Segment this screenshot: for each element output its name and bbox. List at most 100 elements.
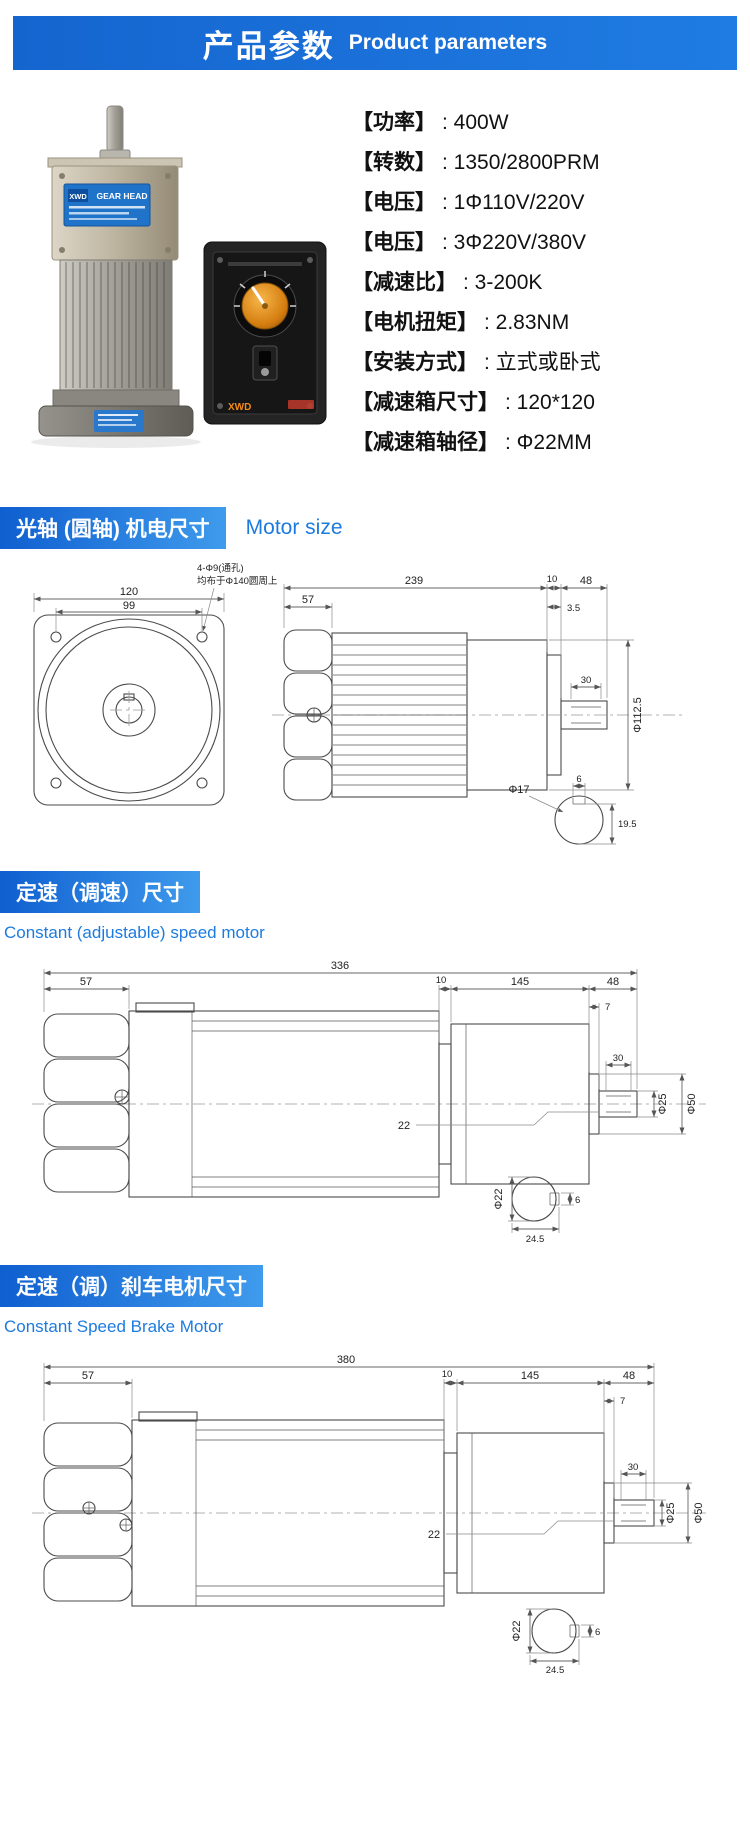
spec-row: 【功率】 : 400W: [352, 106, 744, 136]
spec-label: 【减速箱轴径】: [352, 431, 499, 454]
dim-label: 48: [607, 976, 619, 988]
section-title-bar: 定速（调）刹车电机尺寸: [0, 1265, 263, 1307]
dim-label: 99: [123, 600, 135, 612]
dim-label: Φ22: [511, 1620, 523, 1641]
dim-label: 239: [405, 575, 423, 587]
page-title: 产品参数: [202, 28, 335, 64]
dim-label: 19.5: [618, 819, 637, 830]
dim-label: 6: [576, 774, 581, 785]
section-subtitle: Constant Speed Brake Motor: [4, 1317, 224, 1336]
spec-label: 【电机扭矩】: [352, 311, 478, 334]
gearhead-sticker: XWD GEAR HEAD: [63, 183, 151, 227]
product-page: 产品参数 Product parameters: [0, 16, 750, 1675]
dim-label: 6: [595, 1627, 600, 1638]
dim-label: 380: [337, 1354, 355, 1366]
spec-row: 【减速比】 : 3-200K: [352, 266, 744, 296]
spec-label: 【减速箱尺寸】: [352, 391, 499, 414]
dim-label: 24.5: [526, 1234, 545, 1245]
spec-label: 【电压】: [352, 231, 436, 254]
dim-label: 57: [82, 1370, 94, 1382]
dim-label: 30: [613, 1053, 624, 1064]
power-switch: [252, 345, 278, 381]
motor-fins: [65, 262, 165, 388]
product-photo: XWD GEAR HEAD: [6, 94, 346, 489]
dim-label: 145: [521, 1370, 539, 1382]
spec-label: 【电压】: [352, 191, 436, 214]
section-header-brake-motor: 定速（调）刹车电机尺寸 Constant Speed Brake Motor: [0, 1265, 750, 1337]
gear-motor-photo: XWD GEAR HEAD: [31, 105, 201, 448]
dim-label: Φ50: [686, 1093, 698, 1114]
hole-note: 均布于Φ140圆周上: [197, 575, 278, 587]
dim-label: Φ25: [657, 1093, 669, 1114]
dim-label: 10: [442, 1369, 453, 1380]
spec-label: 【减速比】: [352, 271, 457, 294]
spec-value: : 1Φ110V/220V: [442, 191, 585, 214]
dim-label: 336: [331, 960, 349, 972]
spec-row: 【转数】 : 1350/2800PRM: [352, 146, 744, 176]
dim-label: 48: [580, 575, 592, 587]
spec-value: : 400W: [442, 111, 509, 134]
spec-row: 【安装方式】 : 立式或卧式: [352, 346, 744, 376]
spec-row: 【电机扭矩】 : 2.83NM: [352, 306, 744, 336]
spec-list: 【功率】 : 400W 【转数】 : 1350/2800PRM 【电压】 : 1Φ11…: [346, 94, 744, 489]
spec-row: 【减速箱尺寸】 : 120*120: [352, 386, 744, 416]
dim-label: 22: [398, 1120, 410, 1132]
speed-motor-side-view: 336 57 10 145 48 7 30 Φ25: [32, 960, 706, 1198]
dim-label: 57: [302, 594, 314, 606]
gearhead-label: GEAR HEAD: [96, 191, 147, 201]
spec-label: 【安装方式】: [352, 351, 478, 374]
dim-label: 6: [575, 1195, 580, 1206]
dim-label: 10: [547, 574, 558, 585]
speed-controller-photo: XWD: [203, 241, 327, 425]
dim-label: 57: [80, 976, 92, 988]
dim-label: 145: [511, 976, 529, 988]
spec-value: : 2.83NM: [484, 311, 570, 334]
hole-note: 4-Φ9(通孔): [197, 563, 244, 574]
section-title-bar: 光轴 (圆轴) 机电尺寸: [0, 507, 226, 549]
product-photo-illustration: XWD GEAR HEAD: [31, 105, 327, 448]
dim-label: Φ22: [493, 1188, 505, 1209]
section-header-motor-size: 光轴 (圆轴) 机电尺寸 Motor size: [0, 507, 750, 549]
dim-label: Φ112.5: [632, 697, 644, 733]
dim-label: 120: [120, 586, 138, 598]
spec-value: : 立式或卧式: [484, 351, 601, 374]
dim-label: Φ50: [693, 1502, 705, 1523]
spec-row: 【电压】 : 1Φ110V/220V: [352, 186, 744, 216]
section-subtitle: Motor size: [245, 516, 343, 539]
spec-row: 【电压】 : 3Φ220V/380V: [352, 226, 744, 256]
drawing-speed-motor: 336 57 10 145 48 7 30 Φ25: [32, 960, 706, 1245]
spec-label: 【功率】: [352, 111, 436, 134]
product-intro-row: XWD GEAR HEAD: [0, 94, 750, 489]
spec-row: 【减速箱轴径】 : Φ22MM: [352, 426, 744, 456]
spec-value: : Φ22MM: [505, 431, 592, 454]
dim-label: 3.5: [567, 603, 580, 614]
dim-label: 30: [581, 675, 592, 686]
brand-logo-text: XWD: [69, 192, 87, 201]
section-header-speed-motor: 定速（调速）尺寸 Constant (adjustable) speed mot…: [0, 871, 750, 943]
spec-label: 【转数】: [352, 151, 436, 174]
dim-label: 10: [436, 975, 447, 986]
nameplate-sticker: [94, 410, 144, 432]
motor-side-view: 239 10 48 57 3.5 30 Φ112.5: [272, 574, 682, 801]
dim-label: 7: [620, 1396, 625, 1407]
page-title-en: Product parameters: [348, 31, 548, 54]
spec-value: : 3Φ220V/380V: [442, 231, 587, 254]
flange-front-view: 120 99 4-Φ9(通孔) 均布于Φ140圆周上: [33, 563, 278, 806]
shaft-section-detail: 6 Φ22 24.5: [511, 1608, 600, 1675]
dim-label: 48: [623, 1370, 635, 1382]
spec-value: : 120*120: [505, 391, 595, 414]
dim-label: 22: [428, 1529, 440, 1541]
shaft-section-detail: 6 Φ22 24.5: [493, 1176, 580, 1245]
drawing-brake-motor: 380 57 10 145 48 7 30 Φ25: [32, 1354, 706, 1675]
dim-label: Φ17: [508, 784, 529, 796]
drawing-motor-size: 120 99 4-Φ9(通孔) 均布于Φ140圆周上: [33, 563, 682, 845]
spec-value: : 3-200K: [463, 271, 543, 294]
dim-label: 30: [628, 1462, 639, 1473]
shaft-section-detail: 6 Φ17 19.5: [508, 774, 637, 845]
spec-value: : 1350/2800PRM: [442, 151, 600, 174]
dim-label: 24.5: [546, 1665, 565, 1675]
dim-label: Φ25: [665, 1502, 677, 1523]
section-title-bar: 定速（调速）尺寸: [0, 871, 200, 913]
dim-label: 7: [605, 1002, 610, 1013]
brake-motor-side-view: 380 57 10 145 48 7 30 Φ25: [32, 1354, 706, 1607]
